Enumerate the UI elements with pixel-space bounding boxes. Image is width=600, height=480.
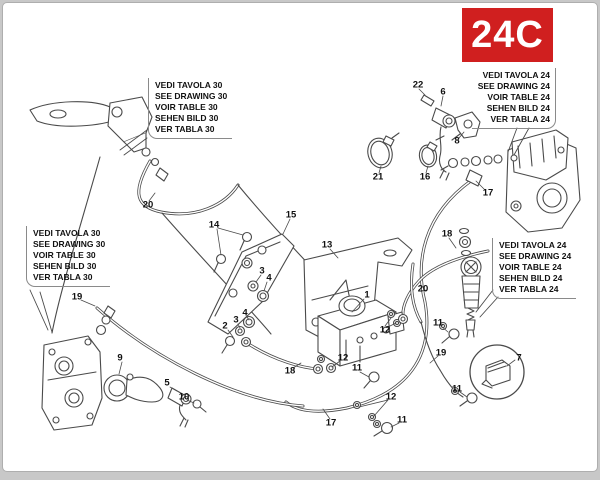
callout-line: SEE DRAWING 30 (155, 91, 228, 101)
part-label: 20 (142, 199, 154, 211)
speed-sensor-group (420, 94, 481, 181)
callout-tails (29, 127, 530, 333)
part-label: 12 (337, 352, 349, 364)
hose-clamps (367, 132, 445, 169)
callout-line: VOIR TABLE 24 (499, 262, 562, 272)
part-label: 3 (259, 265, 265, 277)
part-label: 17 (325, 417, 337, 429)
callout-line: VER TABLA 30 (33, 272, 93, 282)
part-label: 4 (266, 272, 272, 284)
callout-line: VOIR TABLE 24 (487, 92, 550, 102)
part-label: 17 (482, 187, 494, 199)
part-label: 3 (233, 314, 239, 326)
callout-line: VER TABLA 24 (499, 284, 559, 294)
part-label: 5 (164, 377, 170, 389)
callout-line: VOIR TABLE 30 (33, 250, 96, 260)
part-label: 18 (441, 228, 453, 240)
abs-unit (317, 295, 405, 367)
part-label: 21 (372, 171, 384, 183)
part-label: 14 (208, 219, 220, 231)
callout-see-drawing-30-top[interactable]: VEDI TAVOLA 30 SEE DRAWING 30 VOIR TABLE… (148, 78, 233, 139)
banjo-bolts (363, 328, 478, 437)
part-label: 22 (412, 79, 424, 91)
callout-line: VEDI TAVOLA 30 (155, 80, 223, 90)
part-label: 11 (351, 362, 363, 374)
part-label: 18 (284, 365, 296, 377)
part-label: 8 (454, 135, 460, 147)
front-master-cylinder (29, 96, 169, 182)
callout-line: VER TABLA 30 (155, 124, 215, 134)
part-label: 11 (432, 317, 444, 329)
part-label: 12 (385, 391, 397, 403)
leader-lines (80, 88, 516, 428)
callout-line: SEHEN BILD 30 (33, 261, 97, 271)
part-label: 15 (285, 209, 297, 221)
part-label: 19 (435, 347, 447, 359)
callout-line: SEE DRAWING 30 (33, 239, 106, 249)
part-label: 11 (396, 414, 408, 426)
callout-line: VEDI TAVOLA 24 (482, 70, 550, 80)
wheel-sensor-group (103, 373, 207, 428)
part-label: 2 (222, 320, 228, 332)
callout-see-drawing-30-mid[interactable]: VEDI TAVOLA 30 SEE DRAWING 30 VOIR TABLE… (26, 226, 111, 287)
part-label: 13 (321, 239, 333, 251)
part-label: 10 (178, 391, 190, 403)
callout-line: VEDI TAVOLA 30 (33, 228, 101, 238)
rear-caliper (440, 129, 581, 233)
callout-line: SEE DRAWING 24 (477, 81, 550, 91)
part-label: 9 (117, 352, 123, 364)
callout-line: VEDI TAVOLA 24 (499, 240, 567, 250)
callout-line: VOIR TABLE 30 (155, 102, 218, 112)
callout-line: SEHEN BILD 24 (499, 273, 563, 283)
part-label: 7 (516, 352, 522, 364)
part-label: 16 (419, 171, 431, 183)
part-label: 6 (440, 86, 446, 98)
callout-line: VER TABLA 24 (490, 114, 550, 124)
callout-line: SEE DRAWING 24 (499, 251, 572, 261)
front-caliper (41, 305, 116, 431)
table-badge: 24C (462, 8, 553, 62)
part-label: 11 (451, 383, 463, 395)
part-label: 4 (242, 307, 248, 319)
part-label: 12 (379, 324, 391, 336)
part-label: 1 (364, 289, 370, 301)
rear-master-cylinder (458, 227, 482, 338)
brake-hoses (51, 156, 490, 413)
part-label: 19 (71, 291, 83, 303)
callout-see-drawing-24-top[interactable]: VEDI TAVOLA 24 SEE DRAWING 24 VOIR TABLE… (471, 68, 556, 129)
part-label: 20 (417, 283, 429, 295)
grommet-set (221, 280, 270, 354)
callout-see-drawing-24-mid[interactable]: VEDI TAVOLA 24 SEE DRAWING 24 VOIR TABLE… (492, 238, 577, 299)
detail-circle-part7 (469, 344, 525, 400)
callout-line: SEHEN BILD 30 (155, 113, 219, 123)
callout-line: SEHEN BILD 24 (486, 103, 550, 113)
